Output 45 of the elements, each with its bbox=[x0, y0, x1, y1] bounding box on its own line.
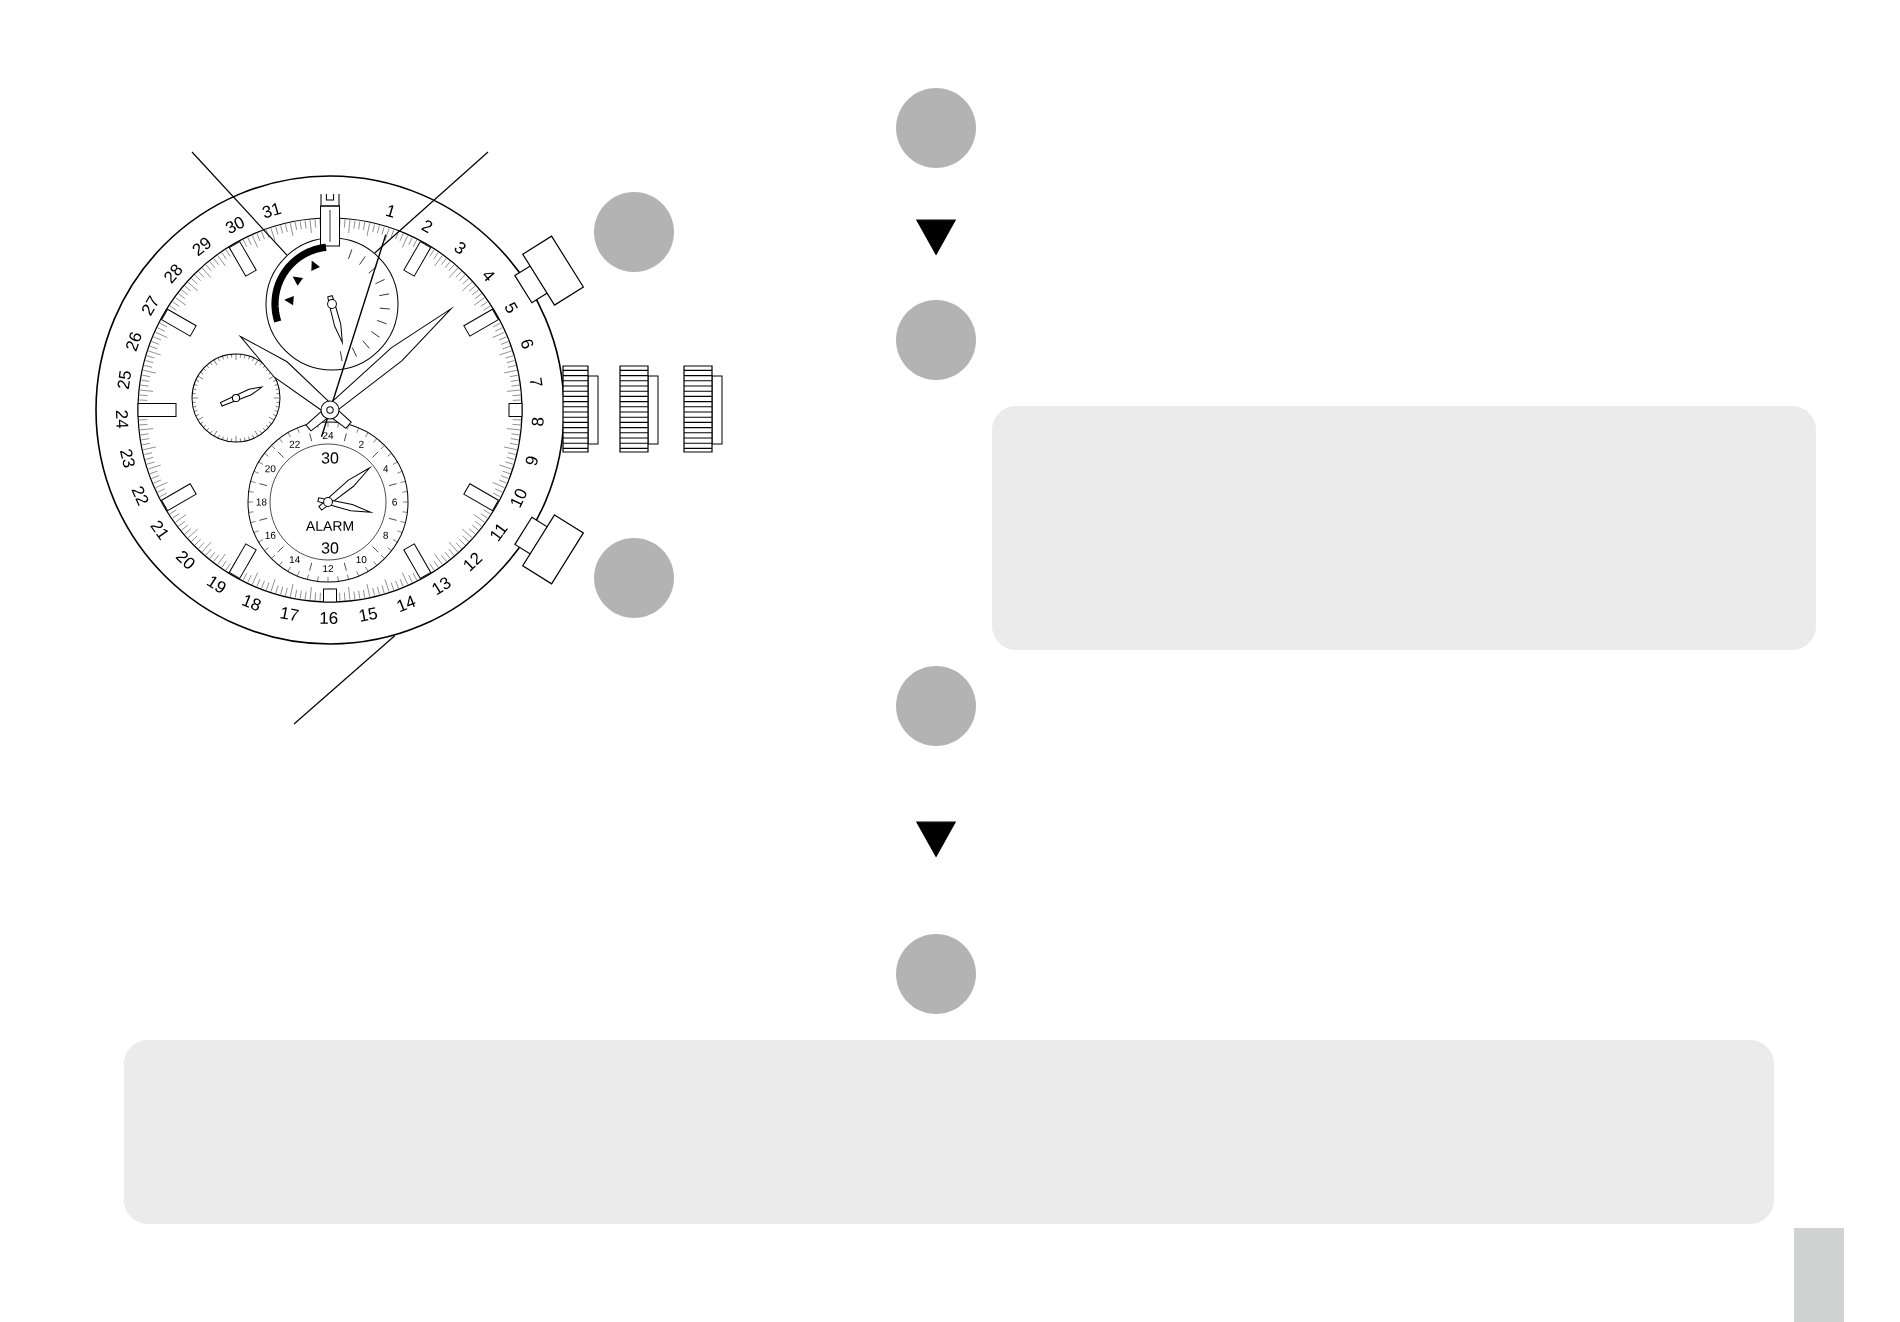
dial-number: 25 bbox=[117, 370, 131, 390]
dial-number: 4 bbox=[483, 272, 495, 282]
dial-number: 26 bbox=[126, 332, 142, 352]
dial-number: 8 bbox=[531, 417, 544, 426]
dial-number: 19 bbox=[206, 576, 226, 593]
dial-number: 28 bbox=[164, 264, 182, 284]
step-circle bbox=[896, 666, 976, 746]
dial-number: 23 bbox=[120, 449, 135, 468]
dial-number: 30 bbox=[321, 452, 339, 464]
dial-number: 20 bbox=[175, 551, 195, 569]
page-tab bbox=[1794, 1228, 1844, 1322]
dial-number: 17 bbox=[280, 607, 300, 621]
dial-number: 6 bbox=[521, 339, 534, 349]
dial-number: 15 bbox=[359, 607, 378, 622]
step-circle bbox=[896, 300, 976, 380]
step-circle bbox=[896, 934, 976, 1014]
dial-number: 2 bbox=[421, 220, 433, 234]
callout-circle bbox=[594, 192, 674, 272]
step-circle bbox=[896, 88, 976, 168]
dial-number: 3 bbox=[454, 242, 466, 254]
dial-number: 7 bbox=[530, 377, 543, 386]
watch-illustration bbox=[95, 175, 723, 645]
dial-number: 31 bbox=[262, 203, 282, 218]
dial-number: 1 bbox=[385, 205, 394, 218]
dial-number: 18 bbox=[241, 595, 261, 611]
dial-number: 27 bbox=[142, 295, 158, 316]
dial-number: 16 bbox=[320, 612, 338, 625]
dial-number: 14 bbox=[397, 595, 416, 613]
dial-number: 11 bbox=[491, 524, 508, 542]
dial-number: 24 bbox=[115, 410, 129, 429]
leader-line bbox=[293, 635, 396, 725]
dial-number: 9 bbox=[525, 456, 538, 466]
dial-number: 13 bbox=[432, 577, 451, 596]
dial-number: 30 bbox=[225, 216, 244, 234]
dial-number: 22 bbox=[131, 486, 149, 506]
leader-line bbox=[374, 151, 489, 254]
callout-circle bbox=[594, 538, 674, 618]
dial-number: 29 bbox=[192, 237, 211, 257]
dial-number: 5 bbox=[505, 301, 518, 313]
leader-line bbox=[191, 151, 288, 256]
dial-number: 12 bbox=[464, 552, 483, 572]
dial-number: 10 bbox=[511, 488, 527, 508]
dial-number: 30 bbox=[321, 542, 339, 554]
subdial bbox=[265, 237, 399, 371]
dial-number: 21 bbox=[150, 520, 169, 541]
